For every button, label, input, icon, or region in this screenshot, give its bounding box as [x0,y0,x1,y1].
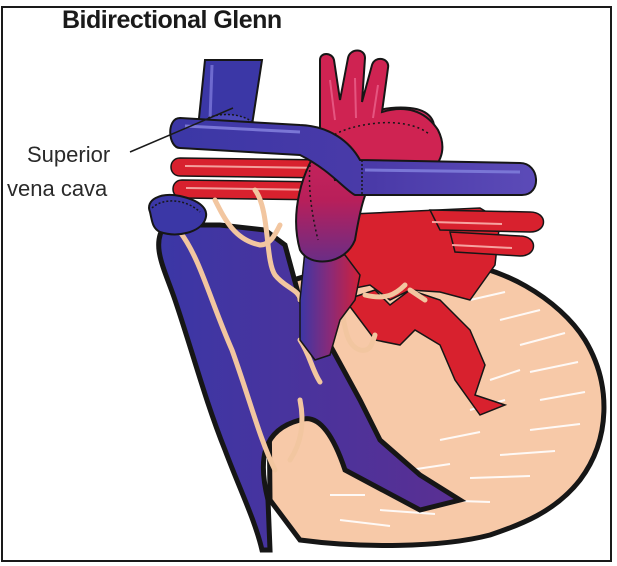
svc-stump [149,195,206,234]
